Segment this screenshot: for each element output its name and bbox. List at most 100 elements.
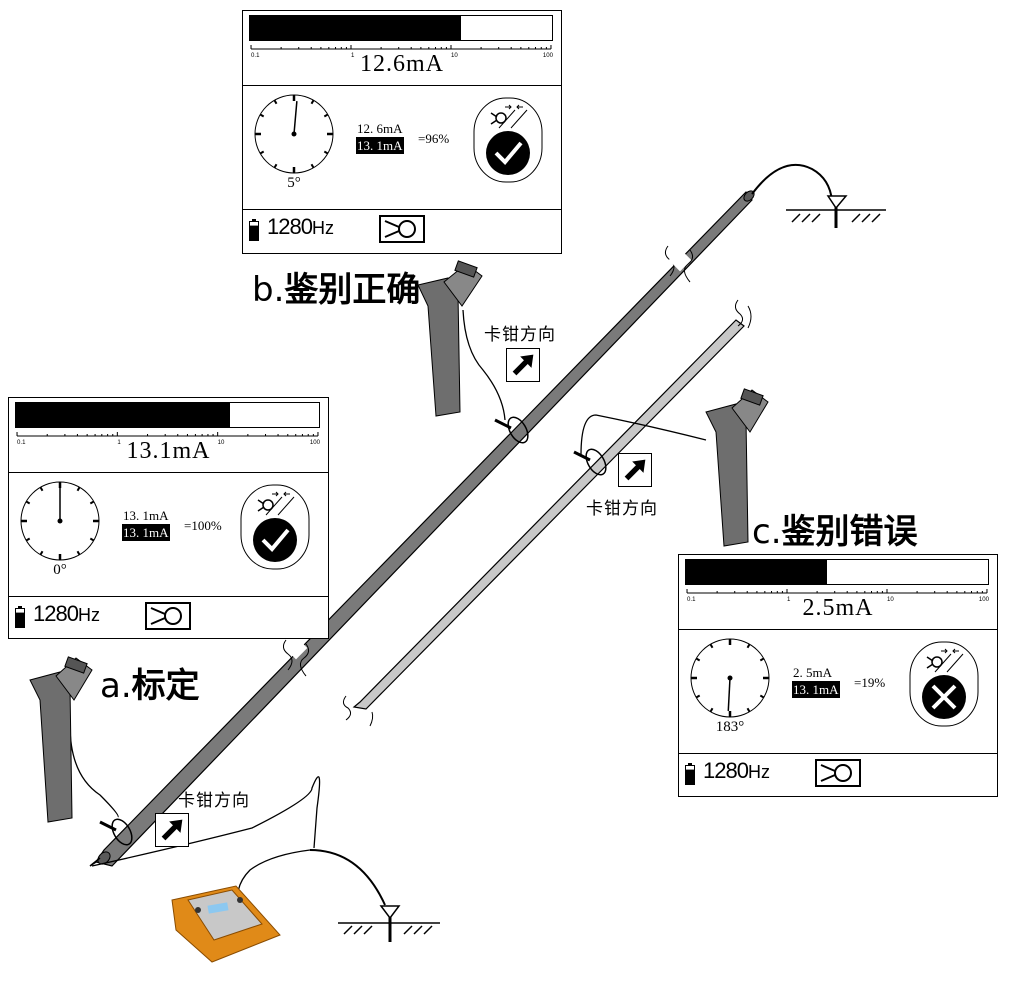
clamp-orientation-icon	[490, 104, 528, 129]
scale-tick-label: 0.1	[17, 440, 26, 446]
battery-level	[250, 225, 258, 240]
dial-tick	[25, 500, 31, 505]
dial-tick	[273, 163, 278, 169]
ratio-denominator: 13. 1mA	[356, 138, 404, 154]
current-bar-fill	[16, 403, 230, 427]
wires	[69, 309, 707, 906]
scale-tick-label: 100	[543, 53, 554, 59]
clamp-mode-icon	[379, 215, 425, 243]
dial-tick	[746, 643, 751, 649]
dial-tick	[709, 643, 714, 649]
dial-tick	[746, 707, 751, 713]
dial-tick	[695, 694, 701, 699]
clamp-direction-label-a: 卡钳方向	[178, 791, 250, 811]
dial-tick	[759, 657, 765, 662]
battery-terminal	[688, 763, 692, 765]
phase-angle-label: 0°	[53, 562, 67, 578]
ratio-numerator: 12. 6mA	[356, 121, 404, 138]
scale-tick-label: 10	[218, 440, 225, 446]
current-ratio: 12. 6mA 13. 1mA =96%	[356, 121, 449, 154]
arrow-up-right-icon	[624, 459, 646, 481]
phase-angle-label: 183°	[715, 719, 745, 735]
current-reading: 13.1mA	[126, 438, 211, 464]
dial-hub	[291, 131, 297, 137]
clamp-direction-arrow-a	[155, 813, 189, 847]
transmitter	[171, 885, 281, 963]
frequency-readout: 1280Hz	[703, 758, 770, 784]
clamp-direction-arrow-b	[506, 348, 540, 382]
clamp-b	[494, 416, 529, 444]
caption-c: c.鉴别错误	[752, 504, 918, 553]
current-bar-fill	[686, 560, 827, 584]
current-reading: 2.5mA	[802, 595, 874, 621]
dial-hub	[57, 518, 63, 524]
current-bar	[15, 402, 320, 428]
current-section: 0.1 1 10 100 13.1mA	[9, 398, 328, 473]
current-bar	[249, 15, 553, 41]
phase-dial-icon	[20, 481, 100, 561]
caption-b: b.鉴别正确	[252, 262, 420, 311]
frequency-unit: Hz	[747, 762, 770, 782]
scale-tick-label: 100	[979, 597, 990, 603]
dial-needle	[293, 101, 298, 135]
dial-tick	[273, 99, 278, 105]
battery-icon	[685, 763, 695, 785]
dial-tick	[759, 694, 765, 699]
dial-tick	[89, 537, 95, 542]
dial-tick	[89, 500, 95, 505]
caption-c-letter: c.	[752, 512, 782, 552]
clamp-a	[99, 818, 133, 846]
status-bar: 1280Hz	[9, 596, 328, 638]
ratio-numerator: 2. 5mA	[792, 665, 840, 682]
status-badge	[909, 641, 979, 727]
dial-tick	[310, 163, 315, 169]
frequency-readout: 1280Hz	[267, 214, 334, 240]
ratio-result: =19%	[854, 675, 886, 690]
dial-tick	[695, 657, 701, 662]
phase-dial-icon	[254, 94, 334, 174]
ground-symbol-top	[751, 164, 886, 228]
dial-needle	[727, 677, 731, 711]
status-bar: 1280Hz	[243, 209, 561, 253]
ratio-numerator: 13. 1mA	[122, 508, 170, 525]
dial-tick	[709, 707, 714, 713]
battery-level	[16, 612, 24, 627]
dial-hub	[727, 675, 733, 681]
frequency-value: 1280	[703, 758, 749, 783]
locator-b	[417, 260, 483, 417]
frequency-unit: Hz	[77, 605, 100, 625]
status-bar: 1280Hz	[679, 753, 997, 796]
current-ratio: 2. 5mA 13. 1mA =19%	[792, 665, 885, 698]
scale-tick-label: 0.1	[687, 597, 696, 603]
ground-symbol-bottom	[338, 905, 440, 942]
frequency-value: 1280	[33, 601, 79, 626]
clamp-direction-label-c: 卡钳方向	[586, 499, 658, 519]
log-scale: 0.1 1 10 100	[15, 432, 321, 446]
dial-tick	[39, 550, 44, 556]
battery-icon	[249, 219, 259, 241]
arrow-up-right-icon	[161, 819, 183, 841]
status-badge	[473, 97, 543, 183]
battery-icon	[15, 606, 25, 628]
scale-tick-label: 10	[887, 597, 894, 603]
scale-tick-label: 1	[351, 53, 355, 59]
dial-tick	[259, 113, 265, 118]
frequency-value: 1280	[267, 214, 313, 239]
scale-tick-label: 100	[310, 440, 321, 446]
clamp-direction-arrow-c	[618, 453, 652, 487]
clamp-c	[573, 448, 607, 476]
locator-a	[29, 656, 93, 823]
dial-tick	[310, 99, 315, 105]
scale-tick-label: 1	[117, 440, 121, 446]
scale-tick-label: 10	[451, 53, 458, 59]
frequency-unit: Hz	[311, 218, 334, 238]
caption-a-letter: a.	[100, 666, 132, 706]
phase-section: 183° 2. 5mA 13. 1mA =19%	[679, 629, 997, 754]
